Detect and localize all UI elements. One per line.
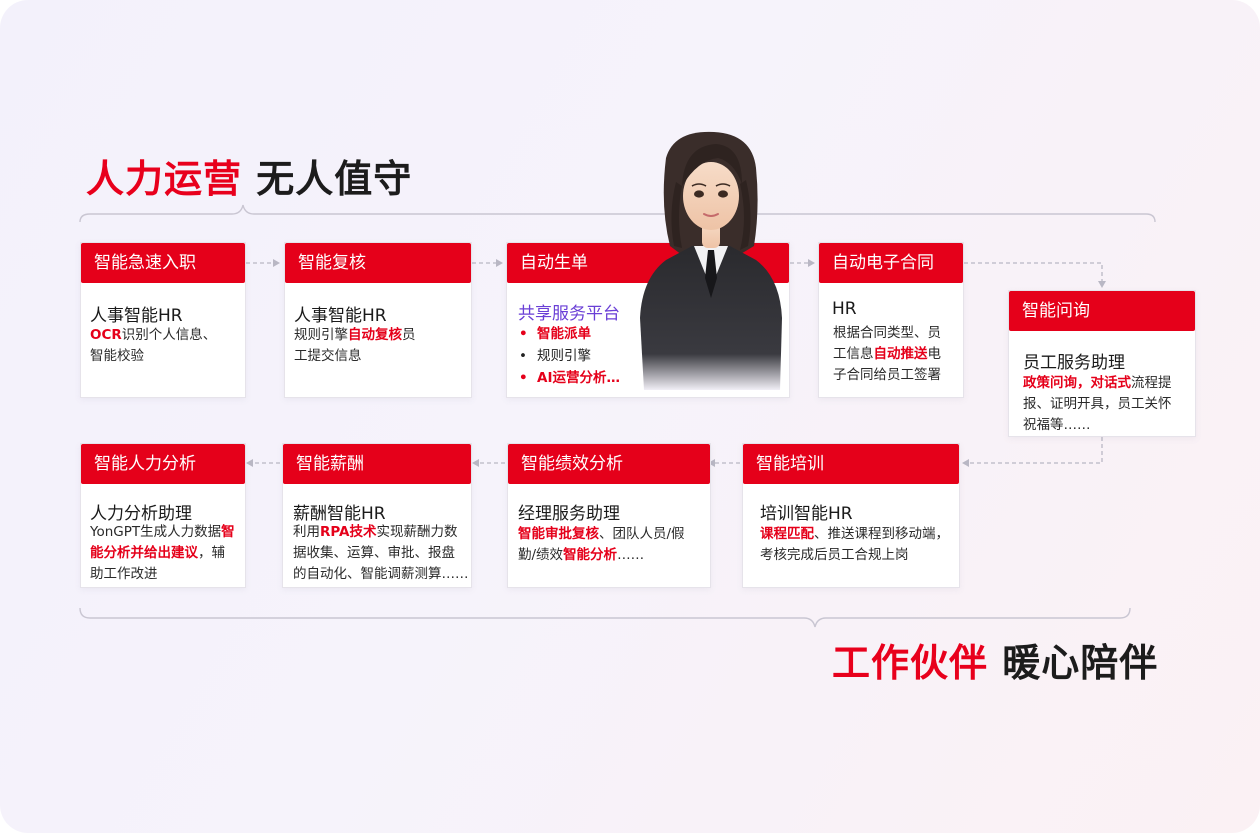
card-header: 智能培训	[743, 444, 959, 484]
card-training: 智能培训 培训智能HR 课程匹配、推送课程到移动端， 考核完成后员工合规上岗	[742, 443, 960, 588]
card-salary: 智能薪酬 薪酬智能HR 利用RPA技术实现薪酬力数 据收集、运算、审批、报盘 的…	[282, 443, 472, 588]
card-bullet-list: •智能派单 •规则引擎 •AI运营分析…	[515, 323, 620, 389]
title-top-highlight: 人力运营	[86, 157, 243, 201]
page-title-top: 人力运营 无人值守	[86, 148, 412, 203]
title-top-text: 无人值守	[256, 157, 413, 201]
card-text: 规则引擎自动复核员 工提交信息	[294, 327, 416, 364]
card-title: 培训智能HR	[760, 504, 853, 524]
title-bottom-text: 暖心陪伴	[1002, 641, 1159, 685]
card-title: 经理服务助理	[518, 504, 620, 524]
card-title: HR	[832, 299, 857, 319]
bullet-item: •智能派单	[519, 326, 591, 342]
card-title: 人事智能HR	[90, 306, 183, 326]
card-text: 智能审批复核、团队人员/假 勤/绩效智能分析……	[518, 526, 685, 563]
card-title: 人力分析助理	[90, 504, 192, 524]
card-text: 课程匹配、推送课程到移动端， 考核完成后员工合规上岗	[760, 526, 949, 563]
card-onboarding: 智能急速入职 人事智能HR OCR识别个人信息、 智能校验	[80, 242, 246, 398]
card-header: 智能问询	[1009, 291, 1195, 331]
card-title: 人事智能HR	[294, 306, 387, 326]
card-text: 政策问询，对话式流程提 报、证明开具，员工关怀 祝福等……	[1023, 375, 1172, 433]
card-header: 智能人力分析	[81, 444, 245, 484]
card-inquiry: 智能问询 员工服务助理 政策问询，对话式流程提 报、证明开具，员工关怀 祝福等……	[1008, 290, 1196, 437]
card-analytics: 智能人力分析 人力分析助理 YonGPT生成人力数据智 能分析并给出建议，辅 助…	[80, 443, 246, 588]
card-header: 智能薪酬	[283, 444, 471, 484]
card-title: 薪酬智能HR	[293, 504, 386, 524]
card-review: 智能复核 人事智能HR 规则引擎自动复核员 工提交信息	[284, 242, 472, 398]
bullet-item: •规则引擎	[519, 348, 591, 364]
card-text: 利用RPA技术实现薪酬力数 据收集、运算、审批、报盘 的自动化、智能调薪测算……	[293, 524, 469, 582]
card-title: 共享服务平台	[518, 304, 620, 324]
card-text: YonGPT生成人力数据智 能分析并给出建议，辅 助工作改进	[90, 524, 235, 582]
card-text: 根据合同类型、员 工信息自动推送电 子合同给员工签署	[833, 325, 941, 383]
ai-assistant-avatar-icon	[640, 131, 782, 390]
card-performance: 智能绩效分析 经理服务助理 智能审批复核、团队人员/假 勤/绩效智能分析……	[507, 443, 711, 588]
title-bottom-highlight: 工作伙伴	[832, 641, 989, 685]
card-header: 智能绩效分析	[508, 444, 710, 484]
card-contract: 自动电子合同 HR 根据合同类型、员 工信息自动推送电 子合同给员工签署	[818, 242, 964, 398]
bullet-item: •AI运营分析…	[519, 370, 620, 386]
card-header: 自动电子合同	[819, 243, 963, 283]
card-text: OCR识别个人信息、 智能校验	[90, 327, 217, 364]
card-title: 员工服务助理	[1023, 353, 1125, 373]
card-header: 智能复核	[285, 243, 471, 283]
page-title-bottom: 工作伙伴 暖心陪伴	[832, 632, 1158, 687]
card-header: 智能急速入职	[81, 243, 245, 283]
